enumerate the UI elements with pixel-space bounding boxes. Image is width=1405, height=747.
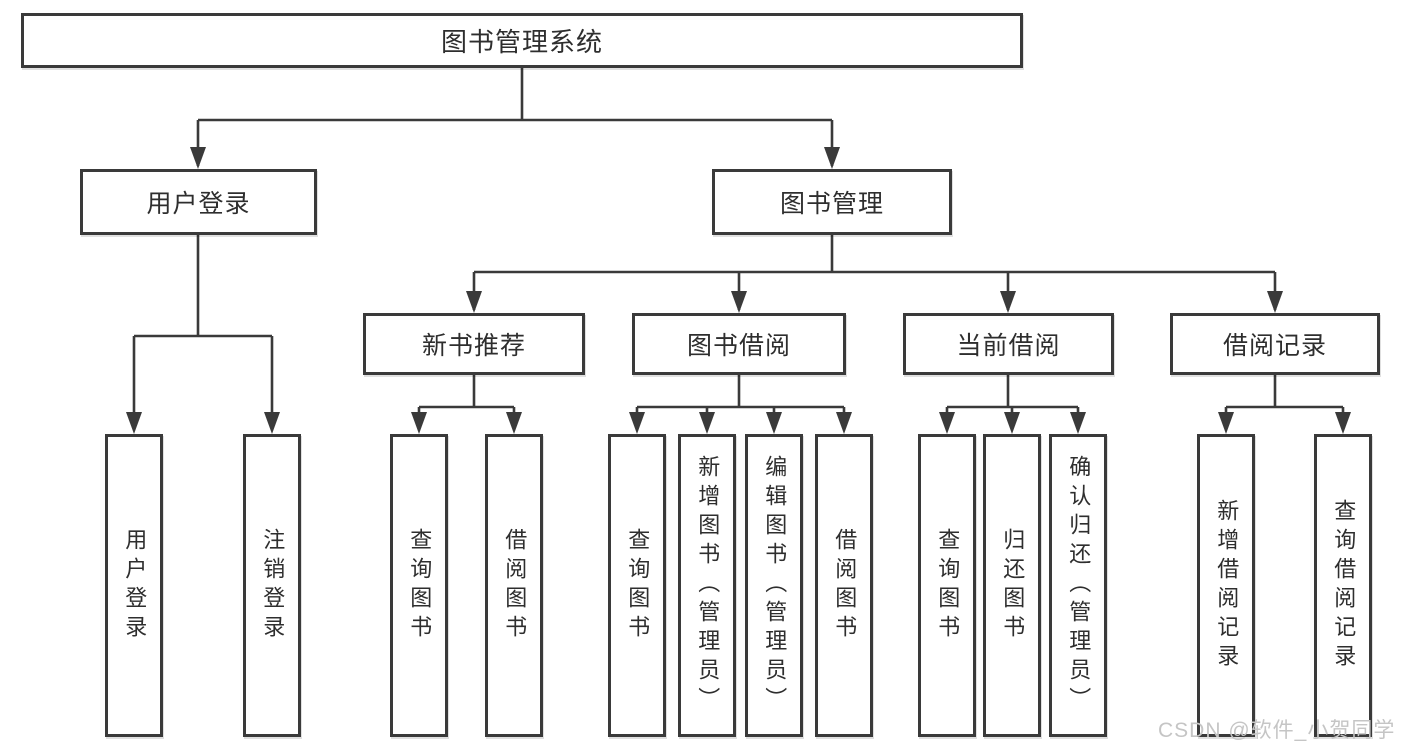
leaf-return-book: 归还图书 [983, 434, 1041, 737]
connector-book-borrow [635, 375, 846, 430]
node-borrowing-records: 借阅记录 [1170, 313, 1380, 375]
leaf-label: 归还图书 [1000, 527, 1026, 644]
node-label: 用户登录 [146, 190, 251, 218]
leaf-add-borrow-record: 新增借阅记录 [1197, 434, 1255, 737]
leaf-query-books-3: 查询图书 [918, 434, 976, 737]
leaf-borrow-books-2: 借阅图书 [815, 434, 873, 737]
leaf-label: 用户登录 [122, 527, 148, 644]
csdn-watermark: CSDN @软件_小贺同学 [1158, 719, 1396, 742]
node-user-login: 用户登录 [80, 169, 317, 235]
connector-new-book [417, 375, 516, 430]
leaf-label: 新增图书（管理员） [695, 455, 721, 716]
leaf-confirm-return-admin: 确认归还（管理员） [1049, 434, 1107, 737]
leaf-label: 查询图书 [625, 527, 651, 644]
leaf-label: 编辑图书（管理员） [762, 455, 788, 716]
node-library-management-system: 图书管理系统 [21, 13, 1023, 68]
leaf-user-login: 用户登录 [105, 434, 163, 737]
node-label: 借阅记录 [1222, 332, 1327, 360]
node-new-book-recommend: 新书推荐 [363, 313, 585, 375]
node-current-borrowing: 当前借阅 [903, 313, 1114, 375]
leaf-query-books-1: 查询图书 [390, 434, 448, 737]
node-book-management: 图书管理 [712, 169, 952, 235]
leaf-query-books-2: 查询图书 [608, 434, 666, 737]
node-label: 图书管理系统 [440, 27, 603, 57]
connector-book-management [472, 235, 1277, 310]
leaf-label: 注销登录 [260, 527, 286, 644]
node-book-borrowing: 图书借阅 [632, 313, 846, 375]
node-label: 图书管理 [779, 190, 884, 218]
node-label: 图书借阅 [686, 332, 791, 360]
connector-root [196, 68, 834, 166]
leaf-label: 新增借阅记录 [1214, 498, 1240, 673]
leaf-borrow-books-1: 借阅图书 [485, 434, 543, 737]
leaf-label: 查询图书 [407, 527, 433, 644]
connector-current-borrow [945, 375, 1080, 430]
leaf-add-book-admin: 新增图书（管理员） [678, 434, 736, 737]
leaf-label: 查询借阅记录 [1331, 498, 1357, 673]
leaf-logout: 注销登录 [243, 434, 301, 737]
leaf-label: 借阅图书 [832, 527, 858, 644]
connector-user-login [132, 235, 274, 430]
leaf-query-borrow-record: 查询借阅记录 [1314, 434, 1372, 737]
leaf-label: 确认归还（管理员） [1066, 455, 1092, 716]
leaf-label: 查询图书 [935, 527, 961, 644]
node-label: 当前借阅 [956, 332, 1061, 360]
leaf-edit-book-admin: 编辑图书（管理员） [745, 434, 803, 737]
connector-records [1224, 375, 1345, 430]
leaf-label: 借阅图书 [502, 527, 528, 644]
node-label: 新书推荐 [421, 332, 526, 360]
